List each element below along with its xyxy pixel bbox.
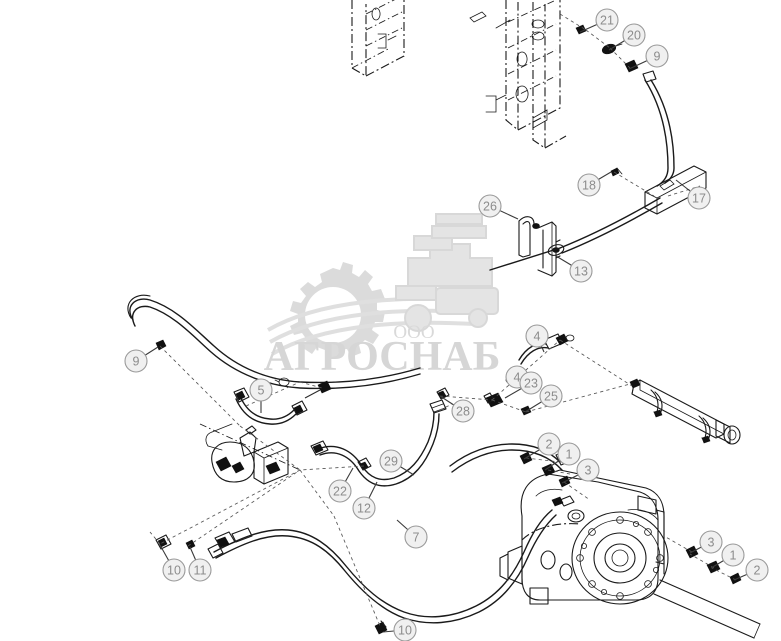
- frame-rail-left: [351, 0, 405, 77]
- bracket-17: [559, 165, 707, 254]
- clamp-13: [537, 221, 565, 277]
- fitting-10-bottom: [374, 620, 388, 635]
- hose-7: [207, 509, 557, 624]
- screw-18: [610, 167, 623, 177]
- assembly-dash-lines: [149, 13, 737, 627]
- hose-29: [310, 399, 447, 487]
- hose-to-transmission: [449, 443, 579, 473]
- fasteners-upper-hose: [575, 24, 639, 73]
- hose-28: [436, 387, 450, 400]
- transmission-housing: [499, 469, 761, 639]
- fasteners-lower-right: [685, 545, 742, 585]
- hose-long-left-9: [127, 294, 421, 390]
- pump-valve-assembly: [199, 423, 301, 485]
- hose-upper-right: [642, 70, 675, 187]
- driveshaft: [629, 378, 741, 445]
- fitting-group-4: [518, 333, 575, 365]
- fitting-group-23-25: [483, 376, 532, 416]
- hose-through-clamp: [489, 247, 561, 271]
- fitting-10-11: [155, 527, 253, 550]
- hose-short-5: [233, 377, 332, 425]
- frame-rail-right: [469, 0, 567, 150]
- clip-26: [518, 216, 540, 258]
